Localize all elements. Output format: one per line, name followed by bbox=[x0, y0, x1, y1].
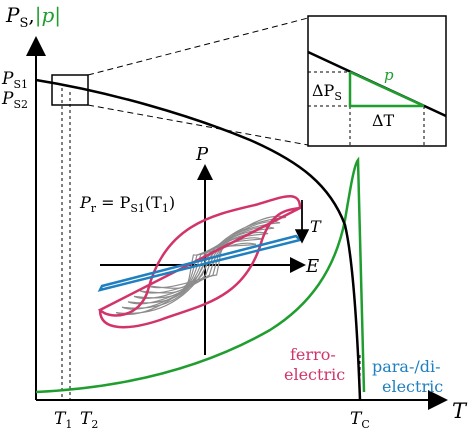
temperature-arrow-label: T bbox=[310, 217, 322, 236]
x-axis-label: T bbox=[452, 399, 468, 423]
inset-zoom: p ΔPS ΔT bbox=[307, 15, 447, 147]
loop-e-axis-label: E bbox=[305, 256, 319, 277]
t2-label: T2 bbox=[80, 409, 98, 431]
ferroelectric-label-line2: electric bbox=[284, 365, 345, 384]
pyroelectric-p-curve bbox=[35, 156, 366, 394]
zoom-connectors bbox=[87, 17, 309, 146]
inset-slope-hyp bbox=[349, 70, 425, 108]
pr-equation: Pr = PS1(T1) bbox=[79, 193, 175, 215]
loop-p-axis-label: P bbox=[195, 144, 209, 165]
paraelectric-label-line2: electric bbox=[382, 377, 443, 396]
tc-label: TC bbox=[350, 409, 370, 431]
para-linear-loop bbox=[97, 234, 303, 292]
hysteresis-loops: P E T bbox=[97, 144, 322, 355]
inset-frame bbox=[307, 15, 447, 147]
ps2-label: PS2 bbox=[1, 89, 28, 111]
inset-p-label: p bbox=[384, 66, 394, 84]
y-axis-label: PS,|p| bbox=[5, 3, 61, 31]
inset-dps-label: ΔPS bbox=[312, 81, 342, 103]
inset-dt-label: ΔT bbox=[372, 111, 395, 130]
t1-label: T1 bbox=[54, 409, 72, 431]
inner-loops-group bbox=[115, 215, 287, 316]
ferroelectric-label-line1: ferro- bbox=[290, 345, 336, 364]
inner-hysteresis-loop bbox=[127, 226, 275, 305]
inset-slope-triangle bbox=[348, 72, 424, 108]
inner-hysteresis-loop bbox=[133, 231, 269, 299]
ps1-label: PS1 bbox=[1, 69, 28, 91]
spontaneous-polarization-curve bbox=[35, 78, 362, 401]
ferro-outer-loop bbox=[97, 194, 302, 329]
inner-hysteresis-loop bbox=[145, 242, 257, 289]
paraelectric-label-line1: para-/di- bbox=[372, 357, 441, 376]
